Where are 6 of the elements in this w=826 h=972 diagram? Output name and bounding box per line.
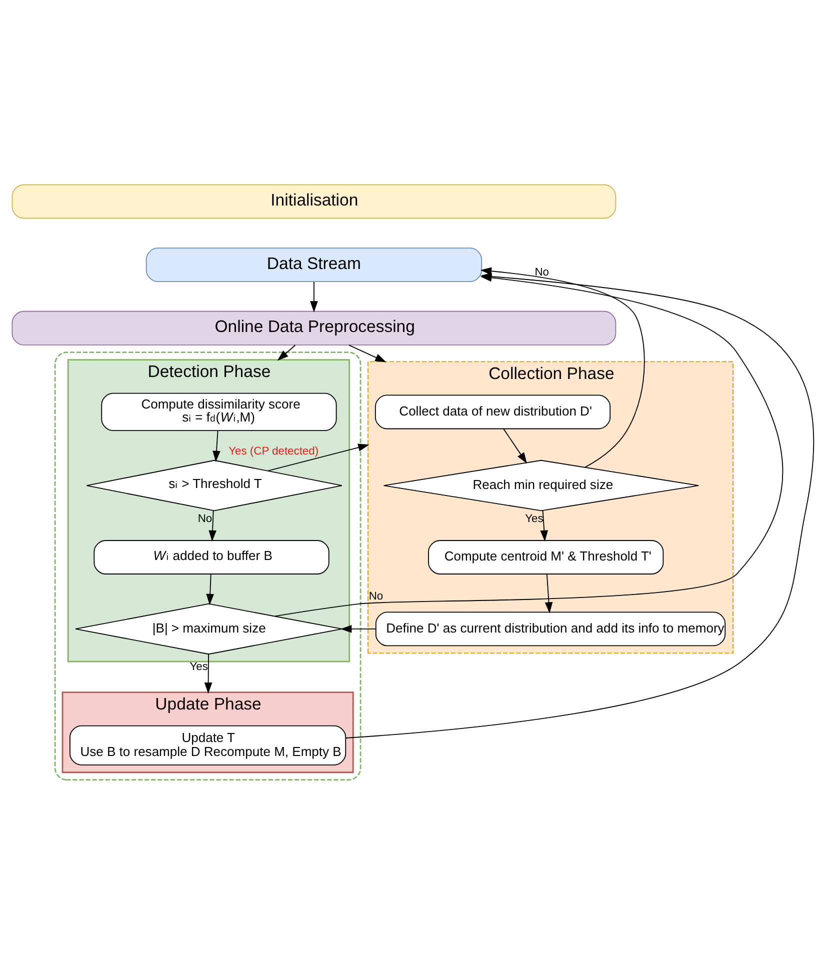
edge-label: Yes (190, 660, 208, 673)
edge-label: Yes (525, 512, 544, 525)
edge-label: No (368, 590, 384, 602)
edge-label: No (198, 512, 212, 525)
edge-label: No (534, 266, 550, 279)
edge-label: Yes (CP detected) (228, 446, 319, 458)
